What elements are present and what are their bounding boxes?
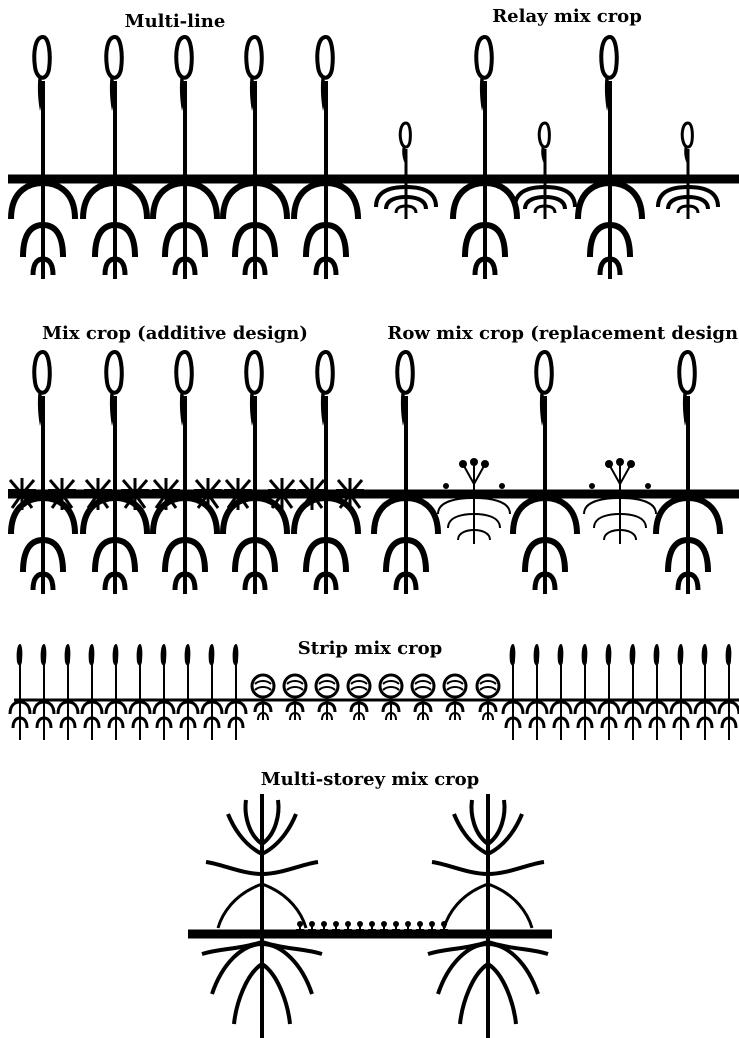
panel-multi-line (8, 37, 370, 279)
cereal-plant-icon (11, 37, 75, 279)
cereal-plant-icon (34, 644, 54, 740)
relay-seedling-icon (658, 123, 718, 219)
cereal-plant-icon (10, 644, 30, 740)
cereal-plant-icon (58, 644, 78, 740)
cereal-strip-right (503, 644, 739, 740)
cereal-plant-icon (623, 644, 643, 740)
panel-title-mix-crop-additive: Mix crop (additive design) (42, 323, 308, 344)
cabbage-icon (477, 675, 499, 720)
cereal-plant-icon (374, 352, 438, 594)
tree-icon (202, 794, 322, 1038)
cereal-plant-icon (130, 644, 150, 740)
cereal-strip-left (10, 644, 246, 740)
panel-row-mix-crop-replacement (370, 352, 739, 594)
cereal-plant-icon (527, 644, 547, 740)
panel-multi-storey-mix-crop (188, 794, 552, 1038)
cereal-plant-icon (695, 644, 715, 740)
cereal-plant-icon (153, 352, 217, 594)
cereal-plant-icon (575, 644, 595, 740)
cabbage-strip (252, 675, 499, 720)
cereal-plant-icon (82, 644, 102, 740)
cereal-plant-icon (154, 644, 174, 740)
cereal-plant-icon (223, 37, 287, 279)
cabbage-icon (380, 675, 402, 720)
cabbage-icon (284, 675, 306, 720)
cereal-plant-icon (226, 644, 246, 740)
cereal-plant-icon (719, 644, 739, 740)
cereal-plant-icon (578, 37, 642, 279)
cereal-plant-icon (671, 644, 691, 740)
cabbage-icon (444, 675, 466, 720)
cabbage-icon (348, 675, 370, 720)
tree-icon (428, 794, 548, 1038)
panel-title-multi-storey-mix-crop: Multi-storey mix crop (261, 769, 480, 790)
flowering-plant-icon (438, 458, 510, 544)
relay-seedling-icon (515, 123, 575, 219)
panel-title-multi-line: Multi-line (125, 11, 226, 32)
cereal-plant-icon (202, 644, 222, 740)
panel-title-relay-mix-crop: Relay mix crop (492, 6, 642, 27)
flowering-plant-icon (584, 458, 656, 544)
cereal-plant-icon (503, 644, 523, 740)
relay-seedling-icon (376, 123, 436, 219)
panel-relay-mix-crop (370, 37, 739, 279)
panel-title-strip-mix-crop: Strip mix crop (298, 638, 442, 659)
cereal-plant-icon (106, 644, 126, 740)
cereal-plant-icon (453, 37, 517, 279)
cabbage-icon (316, 675, 338, 720)
cereal-plant-icon (599, 644, 619, 740)
panel-title-row-mix-crop-replacement: Row mix crop (replacement design) (387, 323, 739, 344)
cereal-plant-icon (647, 644, 667, 740)
cereal-plant-icon (551, 644, 571, 740)
cereal-plant-icon (83, 352, 147, 594)
cereal-plant-icon (294, 352, 358, 594)
cereal-plant-icon (513, 352, 577, 594)
cereal-plant-icon (178, 644, 198, 740)
cabbage-icon (412, 675, 434, 720)
panel-mix-crop-additive (8, 352, 370, 594)
cabbage-icon (252, 675, 274, 720)
cereal-plant-icon (83, 37, 147, 279)
cereal-plant-icon (223, 352, 287, 594)
cereal-plant-icon (153, 37, 217, 279)
cereal-plant-icon (11, 352, 75, 594)
cereal-plant-icon (294, 37, 358, 279)
cereal-plant-icon (656, 352, 720, 594)
